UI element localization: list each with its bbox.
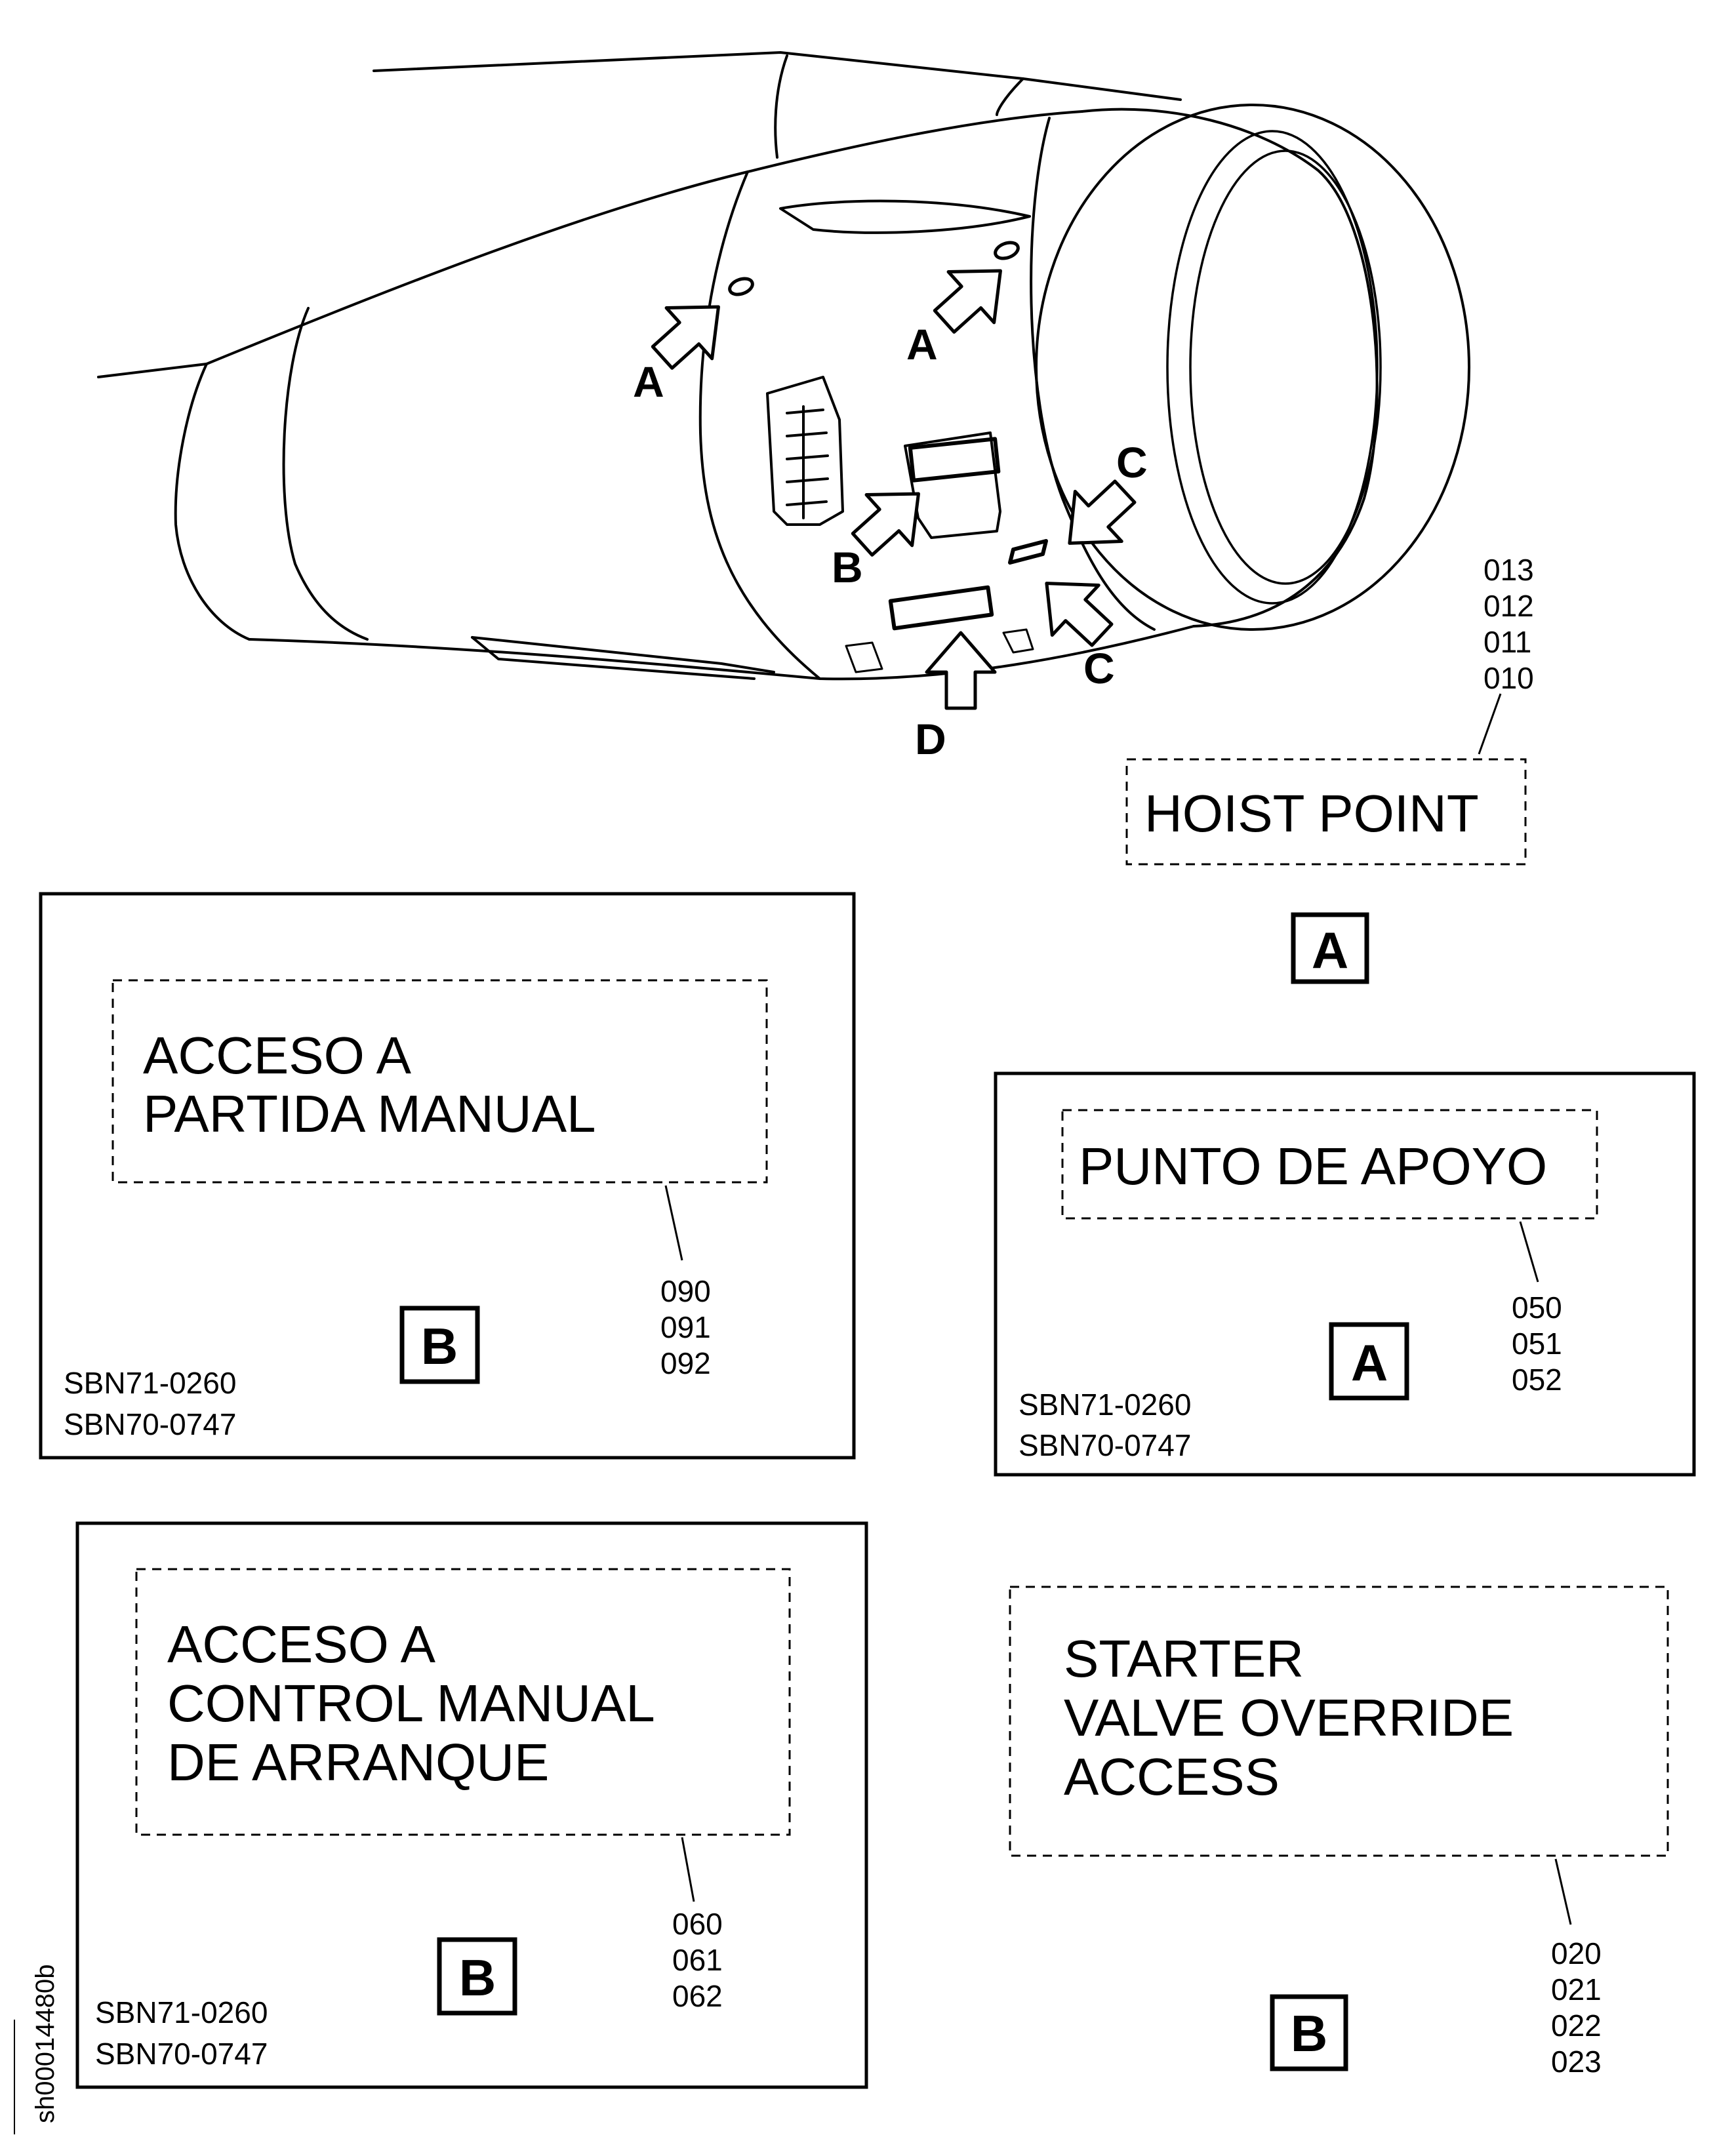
arrow-label-d: D [915, 715, 946, 763]
panel-text-line: ACCESO A [167, 1615, 436, 1673]
arrow-label-c-lower: C [1083, 644, 1115, 692]
arrow-c-lower [1045, 582, 1114, 647]
figure-id: sh00014480b [31, 1965, 60, 2123]
arrow-label-b: B [832, 543, 863, 591]
service-bulletin: SBN71-0260 [1019, 1388, 1191, 1422]
callout-arrows [651, 269, 1137, 710]
item-number: 011 [1484, 625, 1531, 659]
item-number: 052 [1512, 1363, 1562, 1397]
item-number: 090 [660, 1274, 711, 1308]
item-number: 060 [672, 1907, 723, 1941]
item-number: 020 [1551, 1936, 1602, 1970]
panel-text-line: ACCESO A [143, 1026, 412, 1085]
label-text-line: ACCESS [1064, 1748, 1280, 1806]
service-bulletin: SBN71-0260 [95, 1995, 268, 2029]
view-letter-b: B [459, 1949, 496, 2007]
starter-valve-override-label: STARTER VALVE OVERRIDE ACCESS 020 021 02… [1009, 1586, 1669, 2079]
view-letter-a: A [1312, 921, 1348, 979]
service-bulletin: SBN70-0747 [64, 1407, 236, 1441]
item-number: 091 [660, 1310, 711, 1344]
item-number: 051 [1512, 1327, 1562, 1361]
arrow-a-right [933, 269, 1002, 334]
item-number: 012 [1484, 589, 1534, 623]
item-number: 050 [1512, 1290, 1562, 1325]
label-text-line: VALVE OVERRIDE [1064, 1688, 1514, 1747]
arrow-a-left [651, 305, 720, 370]
panel-text-line: PARTIDA MANUAL [143, 1085, 596, 1143]
item-number: 061 [672, 1943, 723, 1977]
hoist-point-label: HOIST POINT 013 012 011 010 A [1125, 553, 1534, 984]
item-number: 062 [672, 1979, 723, 2013]
view-letter-a: A [1351, 1334, 1388, 1391]
panel-acceso-control-manual: ACCESO A CONTROL MANUAL DE ARRANQUE 060 … [75, 1521, 868, 2089]
item-number: 022 [1551, 2008, 1602, 2043]
view-letter-b: B [421, 1317, 458, 1375]
panel-punto-de-apoyo: PUNTO DE APOYO 050 051 052 A SBN71-0260 … [994, 1071, 1696, 1477]
panel-acceso-partida-manual: ACCESO A PARTIDA MANUAL 090 091 092 B SB… [39, 892, 856, 1460]
service-bulletin: SBN71-0260 [64, 1366, 236, 1400]
label-text-line: STARTER [1064, 1629, 1304, 1688]
service-bulletin: SBN70-0747 [95, 2037, 268, 2071]
arrow-label-c-upper: C [1116, 438, 1148, 487]
panel-text: PUNTO DE APOYO [1079, 1137, 1547, 1195]
panel-text-line: DE ARRANQUE [167, 1733, 549, 1791]
arrow-labels: A A B C C D [633, 320, 1148, 763]
item-number: 021 [1551, 1972, 1602, 2007]
arrow-c-upper [1068, 479, 1137, 545]
service-bulletin: SBN70-0747 [1019, 1428, 1191, 1462]
arrow-label-a-left: A [633, 357, 664, 406]
item-number: 092 [660, 1346, 711, 1380]
arrow-d [925, 631, 997, 710]
view-letter-b: B [1291, 2005, 1327, 2062]
panel-text-line: CONTROL MANUAL [167, 1674, 655, 1732]
item-number: 013 [1484, 553, 1534, 587]
arrow-label-a-right: A [906, 320, 938, 369]
item-number: 023 [1551, 2045, 1602, 2079]
hoist-point-text: HOIST POINT [1144, 784, 1479, 843]
arrow-b [851, 492, 920, 557]
item-number: 010 [1484, 661, 1534, 695]
engine-nacelle-illustration [97, 51, 1470, 681]
